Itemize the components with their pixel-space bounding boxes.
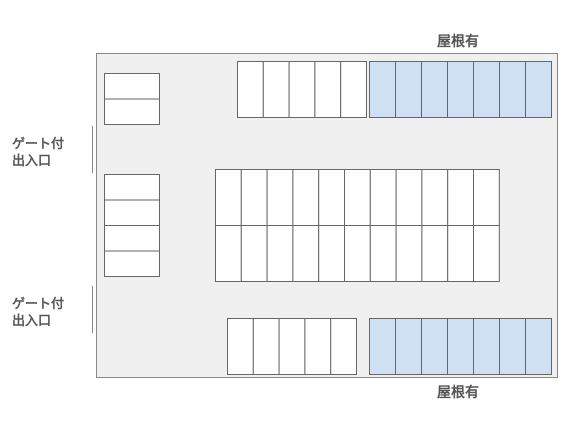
parking-space-bottom-roofed [499, 318, 526, 375]
parking-space-bottom [304, 318, 332, 375]
gate-entrance-label-lower: ゲート付 出入口 [12, 296, 64, 330]
parking-space-top-roofed [525, 61, 552, 118]
parking-space-center [215, 225, 242, 282]
parking-space-top [262, 61, 290, 118]
parking-space-left-upper [104, 98, 160, 125]
gate-label-line-1: ゲート付 [12, 297, 65, 312]
gate-label-line-2: 出入口 [12, 154, 52, 169]
parking-space-center [292, 225, 320, 282]
roof-label-bottom: 屋根有 [437, 385, 479, 401]
parking-space-center [369, 225, 397, 282]
parking-space-center [447, 225, 475, 282]
parking-space-bottom-roofed [421, 318, 448, 375]
parking-space-top-roofed [447, 61, 474, 118]
parking-space-top [237, 61, 264, 118]
parking-space-bottom [278, 318, 306, 375]
parking-space-center [318, 225, 346, 282]
parking-space-top-roofed [369, 61, 396, 118]
parking-space-bottom-roofed [525, 318, 552, 375]
parking-space-bottom-roofed [447, 318, 474, 375]
parking-space-center [215, 169, 242, 226]
parking-space-center [395, 169, 423, 226]
parking-space-bottom-roofed [369, 318, 396, 375]
parking-space-left-lower [104, 174, 160, 201]
parking-space-top [288, 61, 316, 118]
parking-space-center [240, 225, 268, 282]
parking-space-center [292, 169, 320, 226]
parking-space-bottom [227, 318, 254, 375]
parking-space-center [240, 169, 268, 226]
parking-space-left-lower [104, 199, 160, 226]
parking-space-bottom-roofed [473, 318, 500, 375]
parking-space-center [344, 225, 371, 282]
parking-space-center [473, 225, 500, 282]
parking-space-center [369, 169, 397, 226]
gate-label-line-1: ゲート付 [12, 137, 65, 152]
parking-space-top-roofed [395, 61, 422, 118]
parking-space-center [473, 169, 500, 226]
parking-space-left-upper [104, 73, 160, 100]
parking-space-bottom-roofed [395, 318, 422, 375]
parking-space-top [314, 61, 342, 118]
gate-label-line-2: 出入口 [12, 314, 52, 329]
roof-label-top: 屋根有 [437, 34, 479, 50]
parking-space-top [340, 61, 368, 118]
parking-space-center [447, 169, 475, 226]
parking-space-top-roofed [499, 61, 526, 118]
parking-space-center [421, 169, 449, 226]
parking-space-left-lower [104, 250, 160, 277]
gate-entrance-label-upper: ゲート付 出入口 [12, 136, 64, 170]
parking-space-center [395, 225, 423, 282]
parking-space-top-roofed [473, 61, 500, 118]
parking-space-center [421, 225, 449, 282]
parking-space-bottom [330, 318, 358, 375]
parking-space-center [344, 169, 371, 226]
parking-space-top-roofed [421, 61, 448, 118]
parking-space-center [318, 169, 346, 226]
parking-space-center [266, 169, 294, 226]
parking-space-bottom [252, 318, 280, 375]
parking-space-center [266, 225, 294, 282]
parking-space-left-lower [104, 225, 160, 252]
